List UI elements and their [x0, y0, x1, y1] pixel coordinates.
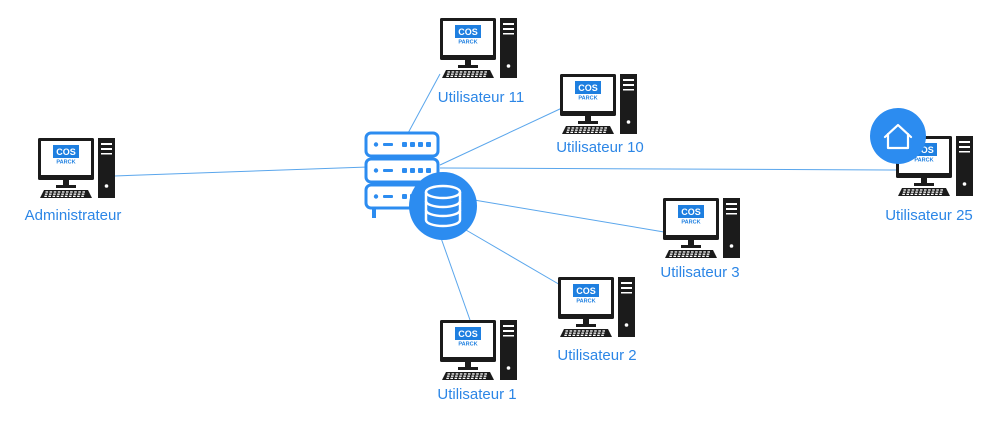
node-utilisateur-3[interactable]: COS PARCK Utilisateur 3: [660, 198, 740, 281]
logo-bottom-text: PARCK: [56, 160, 75, 166]
node-utilisateur-1[interactable]: COS PARCK Utilisateur 1: [437, 320, 517, 403]
node-utilisateur-2[interactable]: COS PARCK Utilisateur 2: [557, 277, 637, 364]
computer-icon: COS PARCK: [38, 138, 115, 198]
logo-top-text: COS: [681, 207, 701, 217]
logo-top-text: COS: [458, 27, 478, 37]
computer-icon: COS PARCK: [558, 277, 635, 337]
computer-icon: COS PARCK: [663, 198, 740, 258]
cos-parck-logo: COS PARCK: [53, 145, 79, 166]
cos-parck-logo: COS PARCK: [455, 327, 481, 348]
node-utilisateur-10[interactable]: COS PARCK Utilisateur 10: [556, 74, 644, 156]
logo-bottom-text: PARCK: [576, 299, 595, 305]
connection-line-utilisateur-3: [473, 199, 665, 233]
logo-top-text: COS: [914, 145, 934, 155]
node-utilisateur-11[interactable]: COS PARCK Utilisateur 11: [438, 18, 524, 106]
home-icon: [870, 108, 926, 164]
connection-line-utilisateur-2: [465, 229, 563, 287]
logo-top-text: COS: [56, 147, 76, 157]
logo-bottom-text: PARCK: [578, 96, 597, 102]
logo-top-text: COS: [458, 329, 478, 339]
node-label: Utilisateur 2: [557, 347, 636, 364]
logo-bottom-text: PARCK: [681, 220, 700, 226]
connection-line-utilisateur-11: [406, 73, 441, 136]
node-label: Utilisateur 25: [885, 207, 973, 224]
connection-line-administrateur: [113, 166, 369, 177]
computer-icon: COS PARCK: [560, 74, 637, 134]
node-utilisateur-25[interactable]: COS PARCK Utilisateur 25: [870, 108, 973, 224]
node-label: Utilisateur 11: [438, 89, 524, 106]
logo-top-text: COS: [578, 83, 598, 93]
connection-line-utilisateur-1: [440, 237, 471, 321]
connection-lines: [113, 73, 901, 321]
cos-parck-logo: COS PARCK: [573, 284, 599, 305]
database-icon: [409, 172, 477, 240]
node-label: Utilisateur 10: [556, 139, 644, 156]
cos-parck-logo: COS PARCK: [455, 25, 481, 46]
connection-line-utilisateur-25: [439, 167, 901, 171]
connection-line-utilisateur-10: [439, 107, 563, 166]
node-label: Administrateur: [25, 207, 122, 224]
logo-bottom-text: PARCK: [458, 342, 477, 348]
computer-nodes: COSPARCKAdministrateurCOSPARCKUtilisateu…: [25, 18, 973, 403]
logo-top-text: COS: [576, 286, 596, 296]
cos-parck-logo: COS PARCK: [678, 205, 704, 226]
computer-icon: COS PARCK: [440, 320, 517, 380]
server-node[interactable]: [364, 131, 477, 240]
cos-parck-logo: COS PARCK: [575, 81, 601, 102]
node-administrateur[interactable]: COS PARCK Administrateur: [25, 138, 122, 224]
node-label: Utilisateur 3: [660, 264, 739, 281]
logo-bottom-text: PARCK: [458, 40, 477, 46]
computer-icon: COS PARCK: [440, 18, 517, 78]
node-label: Utilisateur 1: [437, 386, 516, 403]
logo-bottom-text: PARCK: [914, 158, 933, 164]
